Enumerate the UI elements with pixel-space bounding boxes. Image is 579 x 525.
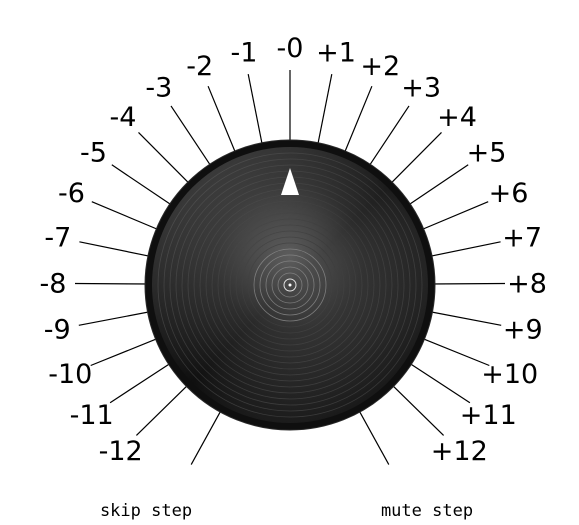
scale-line — [342, 85, 373, 158]
scale-label: -12 — [99, 436, 143, 467]
scale-label: +6 — [489, 178, 529, 209]
scale-line — [386, 131, 442, 188]
scale-label: +9 — [503, 314, 543, 345]
scale-label: +12 — [431, 436, 488, 467]
scale-label: -2 — [186, 51, 213, 82]
knob[interactable] — [144, 139, 436, 431]
scale-labels: -12 -11 -10 -9 -8 -7 -6 -5-4 -3 -2 -1 -0 +1+2+3+4 +5 +… — [40, 33, 547, 467]
scale-line — [427, 282, 506, 285]
scale-label: -4 — [110, 102, 137, 133]
mute-step-line — [355, 405, 390, 465]
scale-line — [78, 310, 155, 326]
scale-line — [138, 131, 194, 188]
skip-step-label: skip step — [100, 501, 192, 521]
scale-line — [74, 282, 153, 285]
scale-line — [207, 85, 238, 158]
scale-line — [247, 73, 264, 150]
knob-indicator-icon — [281, 168, 299, 195]
scale-label: +4 — [437, 102, 477, 133]
scale-line — [170, 105, 215, 171]
mute-step-label: mute step — [381, 501, 473, 521]
scale-line — [405, 360, 471, 404]
scale-line — [425, 310, 502, 326]
scale-leader-lines — [74, 70, 506, 465]
scale-label: -10 — [48, 359, 92, 390]
scale-line — [417, 336, 490, 367]
scale-line — [416, 201, 489, 233]
scale-label: -5 — [80, 138, 107, 169]
scale-label: -6 — [58, 178, 85, 209]
scale-label: -1 — [231, 38, 258, 69]
scale-label: -0 — [277, 33, 304, 64]
scale-label: -8 — [40, 268, 67, 299]
knob-center-dot — [288, 283, 292, 287]
scale-line — [111, 164, 176, 209]
scale-line — [90, 336, 163, 367]
scale-label: -7 — [44, 222, 71, 253]
scale-label: -3 — [145, 73, 172, 104]
scale-label: +3 — [401, 73, 441, 104]
scale-label: +8 — [507, 268, 547, 299]
knob-center-ring — [283, 278, 297, 292]
scale-line — [388, 381, 445, 436]
skip-step-line — [190, 405, 225, 465]
scale-line — [109, 360, 175, 404]
scale-line — [404, 164, 469, 209]
scale-label: -9 — [44, 314, 71, 345]
scale-line — [79, 241, 155, 258]
scale-line — [135, 381, 192, 436]
scale-label: -11 — [70, 400, 114, 431]
scale-label: +10 — [481, 359, 538, 390]
scale-label: +5 — [467, 138, 507, 169]
scale-label: +2 — [360, 51, 400, 82]
scale-label: +7 — [502, 222, 542, 253]
scale-line — [316, 73, 333, 150]
scale-label: +11 — [460, 400, 517, 431]
scale-label: +1 — [316, 38, 356, 69]
scale-line — [91, 201, 164, 233]
scale-line — [425, 241, 501, 258]
scale-line — [365, 105, 410, 171]
